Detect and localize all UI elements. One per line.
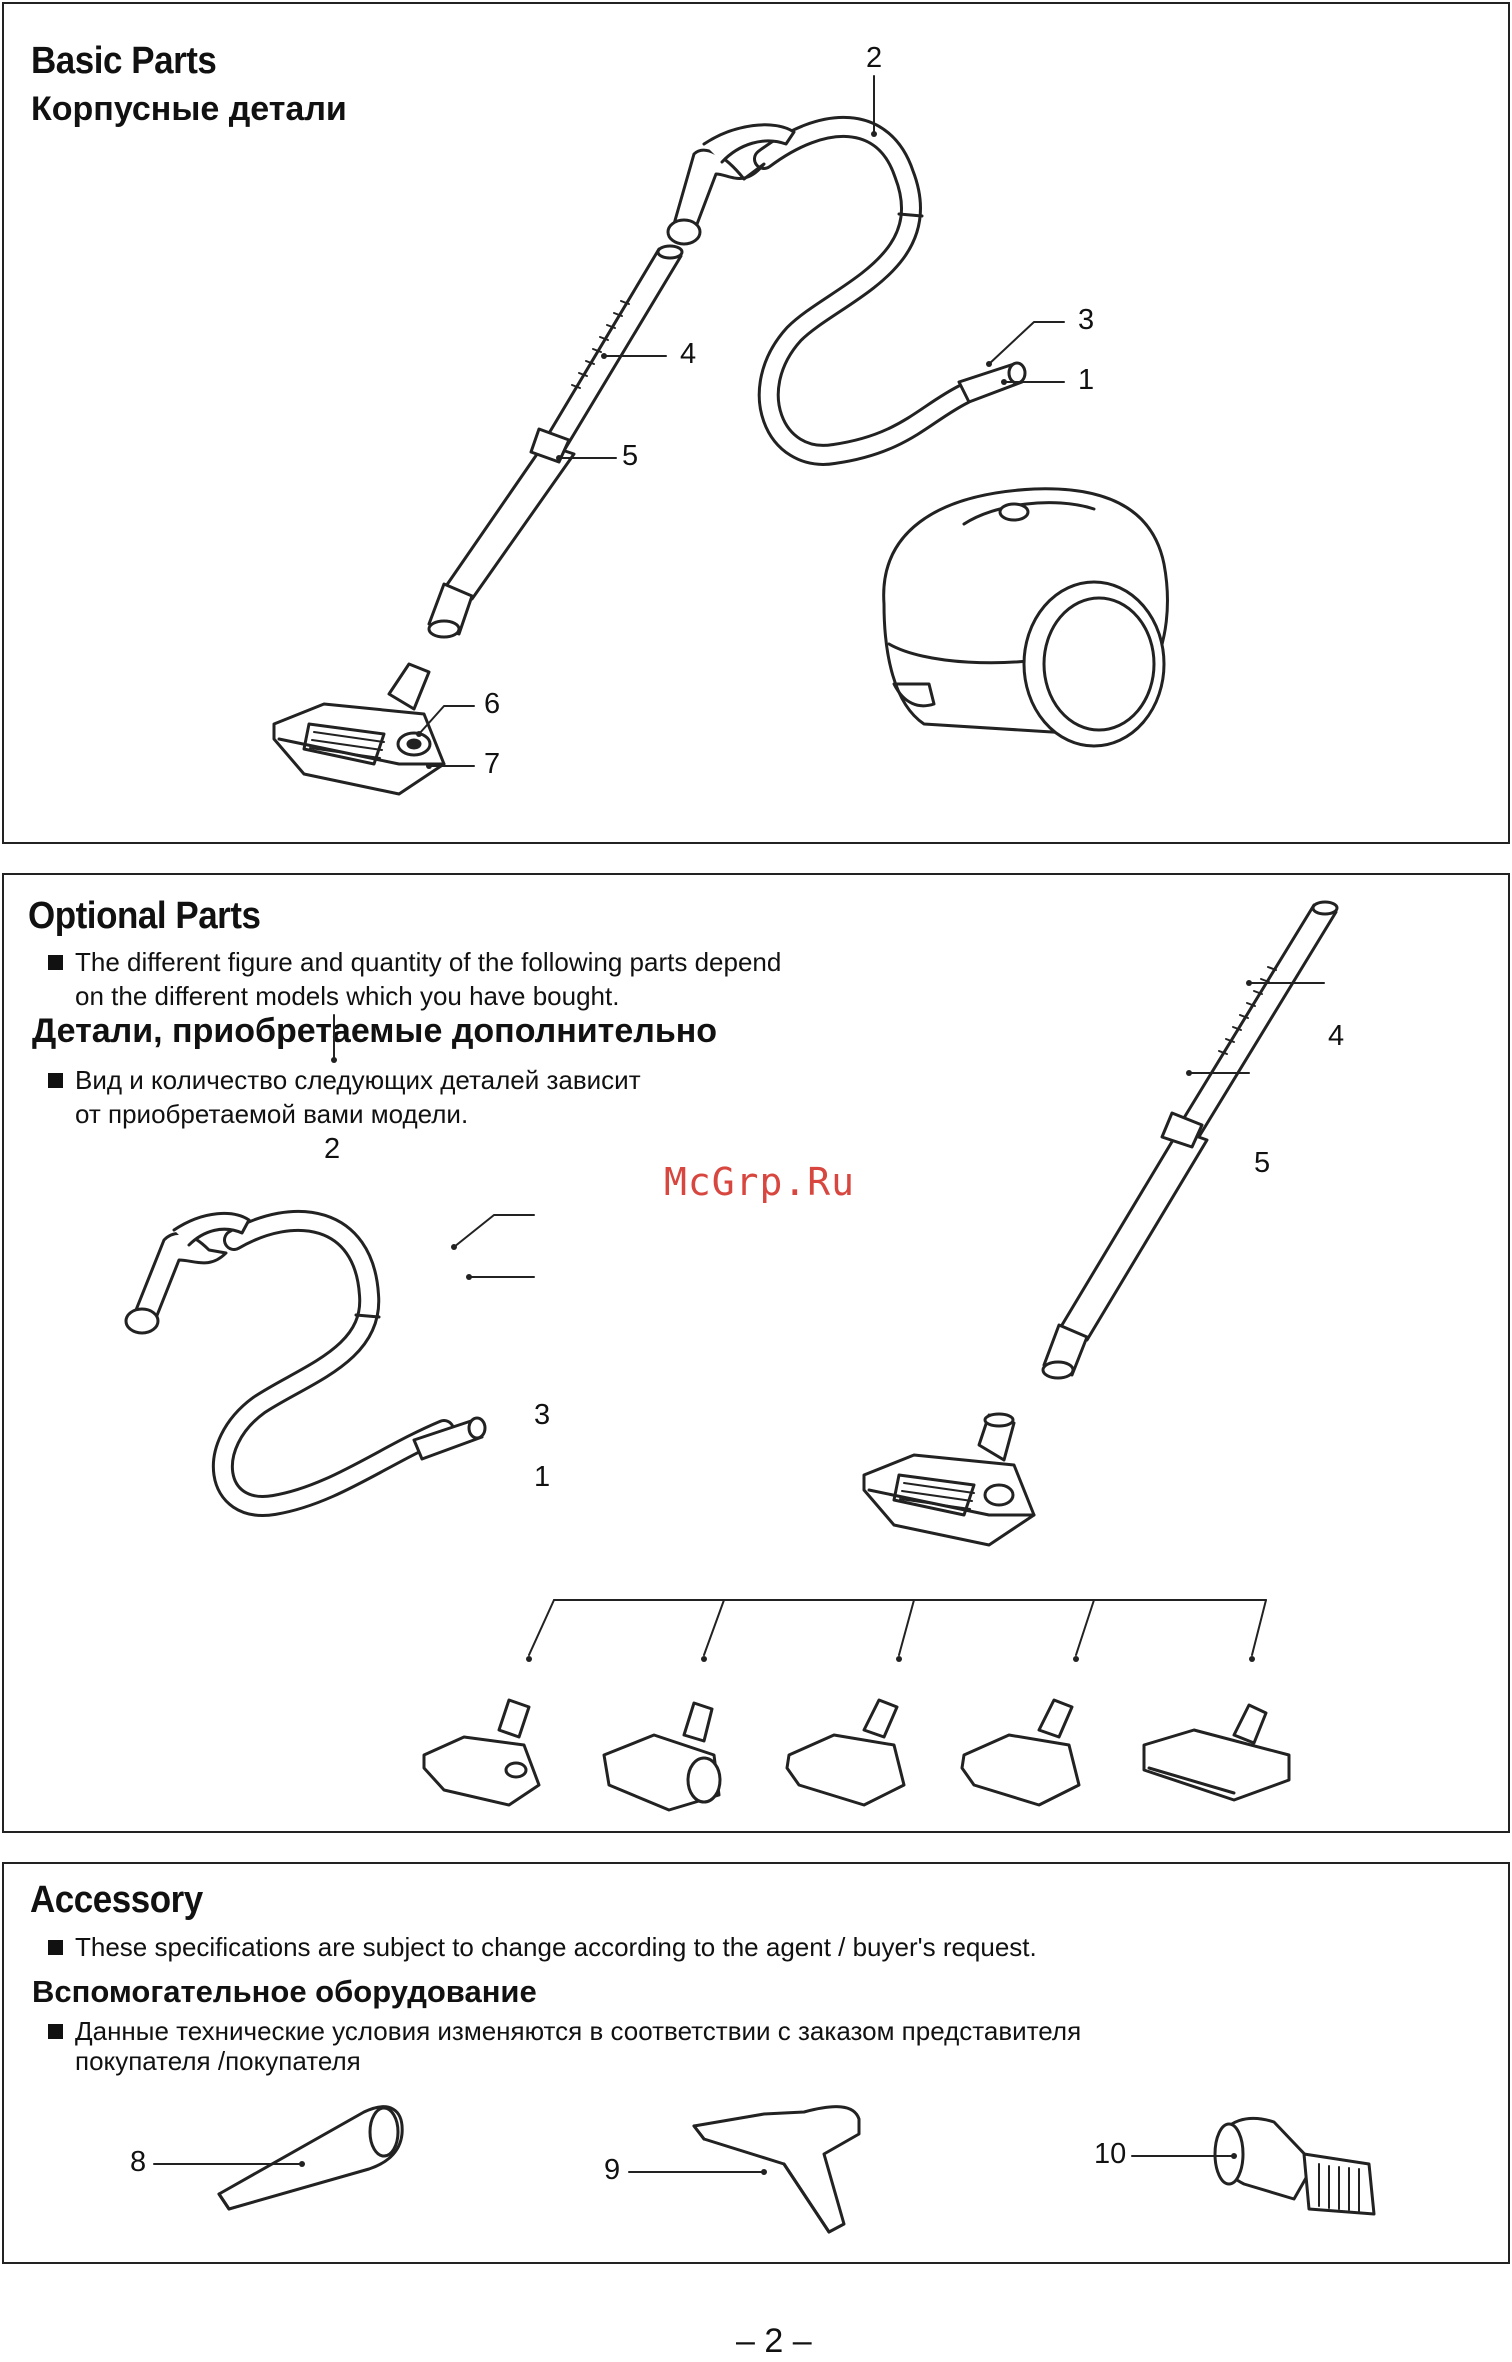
crevice-tool-icon xyxy=(217,2105,404,2211)
callout-7: 7 xyxy=(484,748,501,780)
optional-note-en: The different figure and quantity of the… xyxy=(48,945,781,1013)
upholstery-tool-icon xyxy=(692,2105,861,2234)
floor-nozzle-icon xyxy=(862,1412,1036,1547)
floor-nozzle-icon xyxy=(960,1698,1081,1807)
floor-nozzle-icon xyxy=(422,1698,541,1807)
bullet-square-icon xyxy=(48,2024,63,2039)
floor-nozzle-icon xyxy=(785,1698,906,1807)
hard-floor-nozzle-icon xyxy=(1142,1703,1291,1802)
watermark: McGrp.Ru xyxy=(664,1160,856,1204)
hose-icon xyxy=(124,1209,487,1517)
wand-icon xyxy=(1041,900,1339,1380)
accessory-illustration xyxy=(153,2105,1376,2234)
basic-parts-illustration xyxy=(272,75,1169,796)
turbo-nozzle-icon xyxy=(602,1701,722,1812)
optional-parts-illustration xyxy=(124,900,1339,1812)
bullet-square-icon xyxy=(48,1073,63,1088)
callout-1: 1 xyxy=(1078,364,1095,396)
accessory-title-ru: Вспомогательное оборудование xyxy=(32,1974,537,2009)
accessory-panel: Accessory These specifications are subje… xyxy=(2,1862,1510,2264)
wand-icon xyxy=(427,244,684,639)
dusting-brush-icon xyxy=(1213,2117,1376,2216)
callout-3: 3 xyxy=(534,1399,551,1431)
optional-parts-title: Optional Parts xyxy=(28,895,261,937)
callout-1: 1 xyxy=(534,1461,551,1493)
callout-8: 8 xyxy=(130,2146,147,2178)
callout-9: 9 xyxy=(604,2154,621,2186)
optional-note-ru: Вид и количество следующих деталей завис… xyxy=(48,1063,641,1131)
callout-6: 6 xyxy=(484,688,501,720)
page-number: – 2 – xyxy=(736,2322,812,2360)
hose-icon xyxy=(666,115,1027,466)
bullet-square-icon xyxy=(48,955,63,970)
bullet-square-icon xyxy=(48,1940,63,1955)
callout-2: 2 xyxy=(324,1133,341,1165)
accessory-note-en: These specifications are subject to chan… xyxy=(48,1930,1037,1964)
callout-4: 4 xyxy=(680,338,697,370)
callout-5: 5 xyxy=(1254,1147,1271,1179)
callout-10: 10 xyxy=(1094,2138,1127,2170)
callout-3: 3 xyxy=(1078,304,1095,336)
optional-parts-title-ru: Детали, приобретаемые дополнительно xyxy=(32,1012,718,1050)
accessory-note-ru: Данные технические условия изменяются в … xyxy=(48,2016,1081,2076)
basic-parts-title-ru: Корпусные детали xyxy=(31,90,347,128)
floor-nozzle-icon xyxy=(272,662,446,796)
basic-parts-panel: Basic Parts Корпусные детали xyxy=(2,2,1510,844)
callout-5: 5 xyxy=(622,440,639,472)
canister-vacuum-icon xyxy=(882,487,1169,748)
optional-parts-panel: Optional Parts The different figure and … xyxy=(2,873,1510,1833)
callout-2: 2 xyxy=(866,42,883,74)
accessory-title: Accessory xyxy=(30,1879,203,1921)
callout-4: 4 xyxy=(1328,1020,1345,1052)
basic-parts-title: Basic Parts xyxy=(31,40,217,82)
